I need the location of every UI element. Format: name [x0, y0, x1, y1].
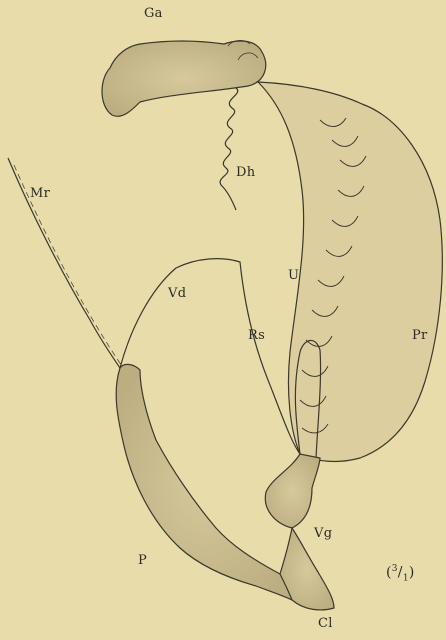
- label-pr: Pr: [412, 328, 428, 343]
- label-cl: Cl: [318, 616, 333, 631]
- scale-label: (3/1): [386, 564, 415, 583]
- hermaphrodite-duct: [220, 88, 238, 210]
- label-p: P: [138, 553, 147, 568]
- label-ga: Ga: [144, 6, 163, 21]
- prostate-uterus: [258, 82, 442, 461]
- label-rs: Rs: [248, 328, 265, 343]
- label-vd: Vd: [168, 286, 186, 301]
- label-mr: Mr: [30, 186, 50, 201]
- label-dh: Dh: [236, 165, 255, 180]
- label-vg: Vg: [314, 526, 332, 541]
- vagina: [265, 454, 320, 528]
- label-u: U: [288, 268, 299, 283]
- albumen-gland: [102, 41, 266, 116]
